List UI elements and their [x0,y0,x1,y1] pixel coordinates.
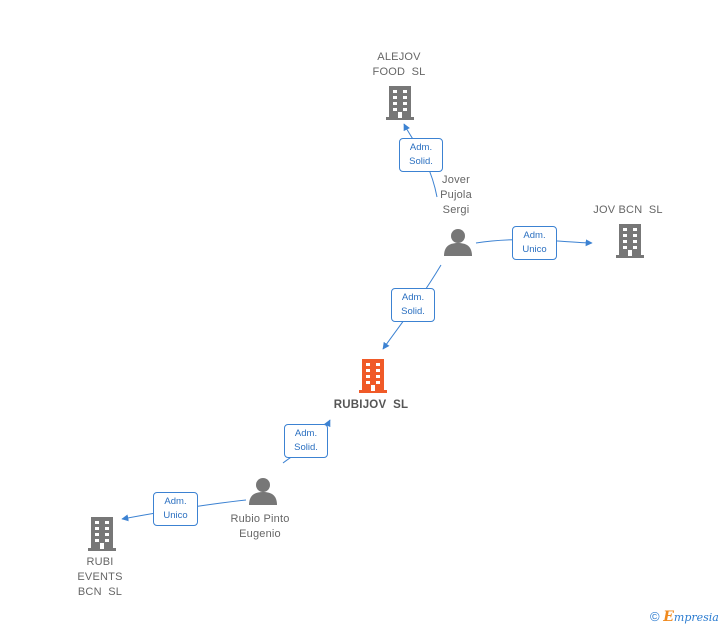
edge-label-line: Adm. [523,230,546,241]
edge-label-jover-rubijov[interactable]: Adm. Solid. [391,288,435,322]
node-label-rubio-pinto-eugenio: Rubio Pinto Eugenio [230,513,290,540]
edge-label-line: Unico [163,510,188,521]
building-icon[interactable] [87,515,117,551]
node-label-jov-bcn: JOV BCN SL [593,204,663,216]
edge-label-rubio-rubijov[interactable]: Adm. Solid. [284,424,328,458]
brand-footer[interactable]: © Empresia [650,609,719,625]
edge-label-line: Adm. [164,496,187,507]
person-icon[interactable] [443,228,473,256]
node-label-jover-pujola-sergi: Jover Pujola Sergi [440,174,472,216]
edge-label-line: Solid. [294,442,318,453]
node-label-rubi-events-bcn: RUBI EVENTS BCN SL [77,556,123,598]
edge-label-line: Solid. [401,306,425,317]
brand-name: mpresia [673,611,719,624]
edge-label-line: Unico [522,244,547,255]
brand-logo-e: E [663,609,674,625]
building-icon[interactable] [385,84,415,120]
edge-label-line: Adm. [409,142,433,153]
edge-label-line: Adm. [401,292,425,303]
edge-label-line: Adm. [294,428,318,439]
person-icon[interactable] [248,477,278,505]
edge-label-rubio-rubievents[interactable]: Adm. Unico [153,492,198,526]
edge-label-line: Solid. [409,156,433,167]
copyright-symbol: © [650,609,660,624]
node-label-rubijov: RUBIJOV SL [333,399,409,411]
building-icon-focus[interactable] [358,357,388,393]
edge-label-jover-alejov[interactable]: Adm. Solid. [399,138,443,172]
edge-label-jover-jovbcn[interactable]: Adm. Unico [512,226,557,260]
building-icon[interactable] [615,222,645,258]
node-label-alejov-food: ALEJOV FOOD SL [372,51,426,78]
